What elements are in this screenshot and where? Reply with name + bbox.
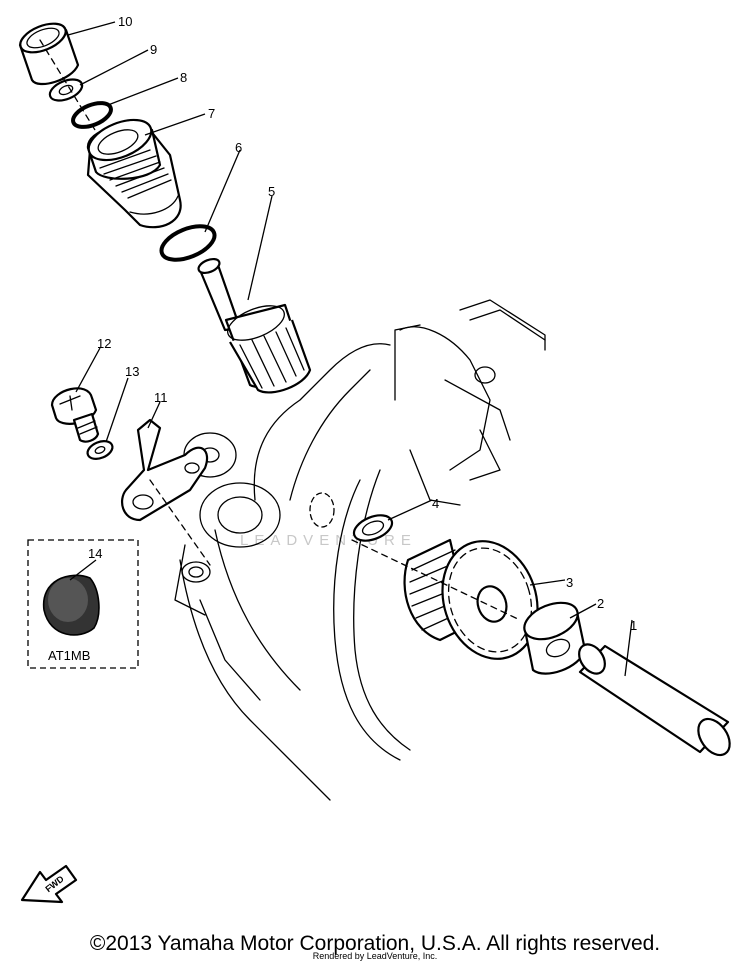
callout-9: 9 [150, 42, 157, 57]
callout-13: 13 [125, 364, 139, 379]
part-driven-gear [197, 257, 312, 394]
part-washer-13 [86, 440, 114, 460]
callout-12: 12 [97, 336, 111, 351]
part-plate [121, 418, 209, 522]
callout-2: 2 [597, 596, 604, 611]
callout-14: 14 [88, 546, 102, 561]
part-bush [18, 22, 80, 86]
callout-8: 8 [180, 70, 187, 85]
crankcase-outline [174, 299, 546, 801]
part-cap [42, 574, 100, 636]
inset-box: AT1MB [27, 539, 139, 669]
callout-10: 10 [118, 14, 132, 29]
rendered-by-text: Rendered by LeadVenture, Inc. [312, 951, 438, 961]
leader-lines [39, 21, 633, 677]
fwd-arrow: FWD [20, 864, 78, 904]
part-washer-4 [352, 514, 394, 542]
callout-7: 7 [208, 106, 215, 121]
callout-6: 6 [235, 140, 242, 155]
callout-5: 5 [268, 184, 275, 199]
callout-11: 11 [154, 390, 168, 405]
callout-4: 4 [432, 496, 439, 511]
part-o-ring-6 [159, 224, 217, 262]
part-collar [523, 601, 587, 675]
copyright-text: ©2013 Yamaha Motor Corporation, U.S.A. A… [89, 932, 661, 955]
inset-label: AT1MB [48, 648, 90, 663]
callout-numbers: 10 9 8 7 6 5 12 13 11 14 4 3 2 1 [88, 14, 637, 633]
part-screw [50, 387, 100, 443]
part-o-ring-8 [71, 101, 113, 129]
part-gear [403, 538, 539, 660]
callout-3: 3 [566, 575, 573, 590]
part-sleeve [86, 118, 182, 229]
part-axle [578, 643, 731, 757]
callout-1: 1 [630, 618, 637, 633]
